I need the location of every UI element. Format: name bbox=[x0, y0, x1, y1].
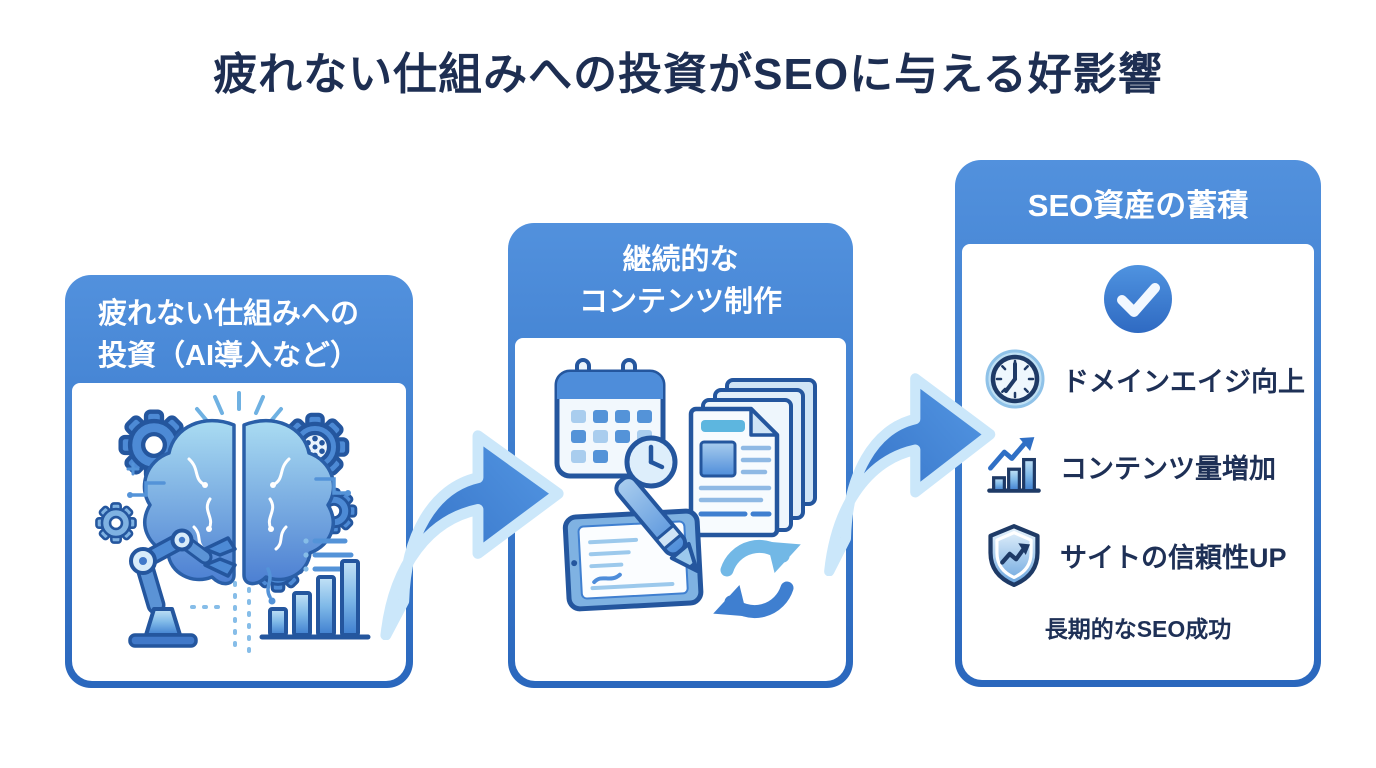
card-investment-body bbox=[72, 383, 406, 681]
bar-chart-up-icon bbox=[987, 437, 1041, 493]
benefit-label: サイトの信頼性UP bbox=[1060, 542, 1287, 573]
check-circle-icon bbox=[1101, 262, 1175, 341]
flow-arrow-1 bbox=[376, 396, 574, 641]
ai-brain-gears-illustration bbox=[95, 391, 371, 653]
card-seo-assets-body: ドメインエイジ向上 コンテンツ量増加 bbox=[962, 244, 1314, 680]
card-investment: 疲れない仕組みへの 投資（AI導入など） bbox=[65, 275, 413, 688]
card-seo-assets-header-text: SEO資産の蓄積 bbox=[1027, 187, 1249, 223]
card-investment-header: 疲れない仕組みへの 投資（AI導入など） bbox=[72, 275, 406, 383]
gear-icon bbox=[121, 412, 188, 479]
card-content-production-body bbox=[515, 338, 846, 681]
curved-arrow-right-icon bbox=[824, 373, 996, 577]
gear-icon bbox=[95, 502, 137, 544]
card-investment-header-line1: 疲れない仕組みへの bbox=[98, 298, 360, 330]
calendar-icon bbox=[554, 358, 678, 489]
dashed-lines bbox=[190, 581, 251, 653]
growth-bars-icon bbox=[259, 559, 371, 640]
shield-trend-icon bbox=[988, 524, 1040, 587]
curved-arrow-right-icon bbox=[380, 430, 564, 641]
card-seo-assets: SEO資産の蓄積 bbox=[955, 160, 1321, 687]
robot-arm-icon bbox=[128, 528, 237, 648]
circuit-lines bbox=[130, 477, 348, 599]
card-seo-assets-header: SEO資産の蓄積 bbox=[962, 160, 1314, 244]
page-title: 疲れない仕組みへの投資がSEOに与える好影響 bbox=[213, 50, 1163, 99]
clock-icon bbox=[624, 435, 678, 489]
brain-icon bbox=[142, 419, 336, 586]
benefit-row-domain-age: ドメインエイジ向上 bbox=[984, 348, 1305, 410]
clock-icon bbox=[985, 349, 1045, 409]
pen-icon bbox=[614, 475, 699, 573]
flow-arrow-2 bbox=[820, 340, 1005, 577]
refresh-cycle-icon bbox=[713, 539, 801, 619]
long-term-seo-success-label: 長期的なSEO成功 bbox=[1044, 616, 1232, 642]
circuit-dots bbox=[126, 462, 351, 605]
card-content-production-header-line2: コンテンツ制作 bbox=[578, 286, 782, 319]
content-production-illustration bbox=[554, 358, 817, 619]
data-lines bbox=[312, 538, 354, 572]
benefit-row-site-trust: サイトの信頼性UP bbox=[984, 523, 1287, 587]
benefit-label: ドメインエイジ向上 bbox=[1062, 366, 1305, 397]
data-dots bbox=[303, 538, 309, 572]
document-stack-icon bbox=[688, 378, 817, 538]
card-investment-header-line2: 投資（AI導入など） bbox=[98, 340, 360, 373]
benefit-label: コンテンツ量増加 bbox=[1060, 453, 1276, 484]
spark-lines bbox=[195, 391, 283, 423]
card-content-production-header-line1: 継続的な bbox=[622, 244, 739, 276]
card-content-production: 継続的な コンテンツ制作 bbox=[508, 223, 853, 688]
benefit-row-content-volume: コンテンツ量増加 bbox=[984, 436, 1276, 496]
card-content-production-header: 継続的な コンテンツ制作 bbox=[515, 223, 846, 338]
